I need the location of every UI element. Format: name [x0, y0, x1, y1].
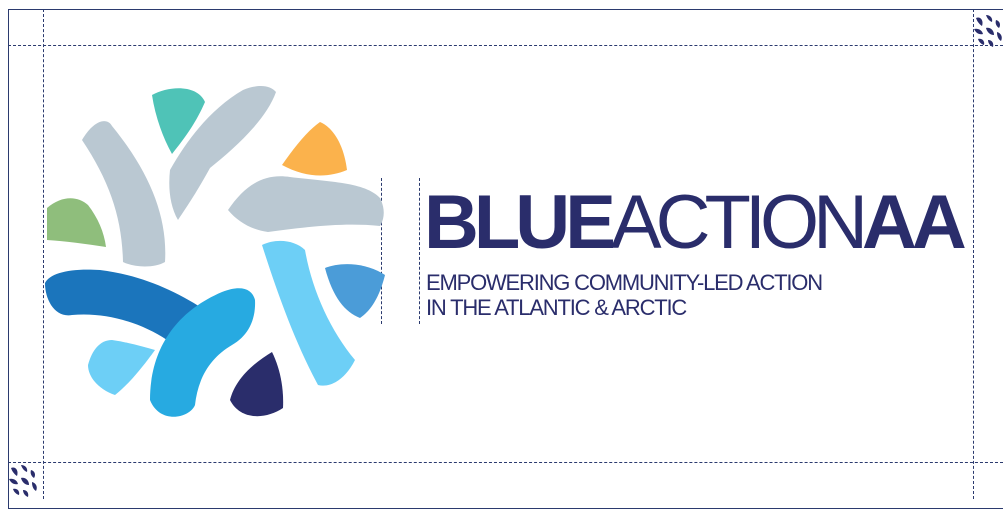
- corner-mark-icon: [9, 465, 37, 497]
- petal-orange: [282, 122, 347, 176]
- petal-dark-blue: [45, 269, 208, 340]
- petal-teal: [152, 88, 205, 154]
- petal-grey-upper-left: [82, 121, 166, 267]
- wordmark-blue: BLUE: [424, 180, 616, 265]
- petal-accent-blue: [325, 264, 385, 318]
- guide-top: [8, 45, 1003, 46]
- logo-mark-icon: [45, 86, 385, 417]
- corner-mark-icon: [974, 15, 1002, 47]
- petal-light-blue-right: [262, 240, 355, 386]
- guide-logo-right: [381, 178, 382, 324]
- petal-grey-top: [169, 86, 276, 220]
- guide-bottom: [8, 462, 1003, 463]
- guide-right: [973, 9, 974, 499]
- wordmark-action: ACTION: [610, 180, 868, 265]
- brand-wordmark: BLUEACTIONAA: [424, 185, 967, 261]
- tagline-line-1: EMPOWERING COMMUNITY-LED ACTION: [426, 270, 823, 295]
- tagline-line-2: IN THE ATLANTIC & ARCTIC: [426, 295, 687, 320]
- petal-navy: [230, 352, 284, 417]
- brand-tagline: EMPOWERING COMMUNITY-LED ACTION IN THE A…: [426, 270, 823, 320]
- guide-left: [43, 9, 44, 499]
- guide-text-left: [419, 178, 420, 324]
- petal-green: [47, 198, 106, 247]
- wordmark-aa: AA: [862, 180, 967, 265]
- petal-light-blue-left: [88, 340, 155, 395]
- petal-grey-right: [228, 176, 384, 232]
- petal-mid-blue: [150, 288, 256, 417]
